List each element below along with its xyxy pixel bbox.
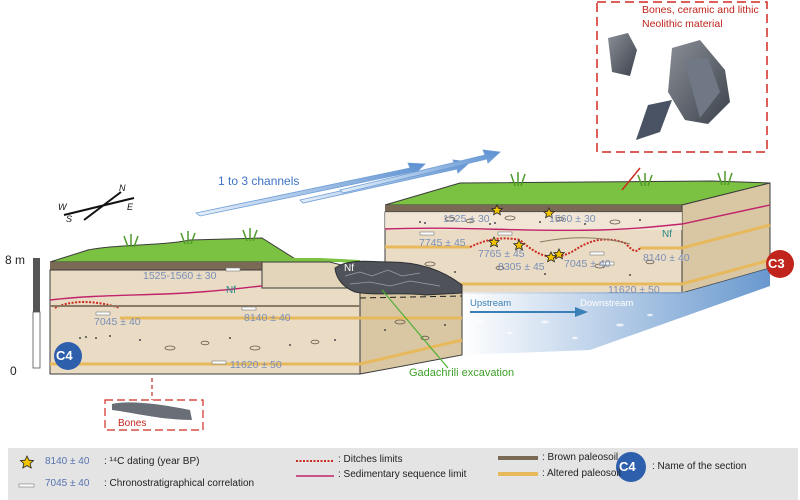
c3-date-2: 1560 ± 30 xyxy=(549,213,596,225)
legend-badge-icon xyxy=(616,452,646,482)
c4-date-4: 11620 ± 50 xyxy=(230,359,282,371)
c4-date-2: 7045 ± 40 xyxy=(94,316,141,328)
excavation-pit xyxy=(334,260,463,296)
compass-e: E xyxy=(127,202,134,212)
c4-vegetation xyxy=(123,228,258,248)
legend-star-date: 8140 ± 40 xyxy=(45,456,90,467)
c3-badge xyxy=(766,250,794,278)
legend-seq-desc: : Sedimentary sequence limit xyxy=(338,469,467,480)
c3-ditch-limit xyxy=(469,237,641,258)
excavation-nf-label: Nf xyxy=(344,263,354,274)
c3-vegetation xyxy=(510,171,733,187)
c3-date-1: 1525 ± 30 xyxy=(443,213,490,225)
c4-altered-paleosoil-2 xyxy=(50,338,463,366)
legend-ditch-desc: : Ditches limits xyxy=(338,454,403,465)
legend-panel xyxy=(8,448,798,500)
compass-icon xyxy=(63,191,135,221)
c4-date-markers xyxy=(95,267,257,365)
c3-date-4: 7765 ± 45 xyxy=(478,248,525,260)
c4-grass-right xyxy=(262,258,360,264)
photo-pointer xyxy=(621,167,641,191)
c4-nf-label: Nf xyxy=(226,285,236,296)
c3-date-6: 7045 ± 40 xyxy=(564,258,611,270)
bones-inset-frame xyxy=(104,399,204,431)
excavation-label: Gadachrili excavation xyxy=(409,367,515,379)
c3-nf-label: Nf xyxy=(662,229,672,240)
c3-altered-paleosoil-2 xyxy=(385,258,771,286)
radiocarbon-stars xyxy=(487,204,566,263)
photo-caption-top: Bones, ceramic and lithic xyxy=(642,4,759,16)
c3-badge-label: C3 xyxy=(768,256,785,271)
legend-altered-desc: : Altered paleosoil xyxy=(542,468,621,479)
c3-date-5: 8305 ± 45 xyxy=(498,261,545,273)
legend-bar-desc: : Chronostratigraphical correlation xyxy=(104,478,255,489)
c3-sequence-limit xyxy=(384,204,771,232)
c3-date-markers xyxy=(419,231,615,266)
compass-n: N xyxy=(119,183,126,193)
upstream-label: Upstream xyxy=(470,298,512,309)
bones-photo xyxy=(112,402,192,420)
channels-arrows xyxy=(195,149,501,217)
c4-date-1: 1525-1560 ± 30 xyxy=(143,270,217,282)
compass-w: W xyxy=(58,202,67,212)
photo-inset-frame xyxy=(596,1,768,153)
c4-grass-top xyxy=(49,237,302,263)
c3-date-8: 11620 ± 50 xyxy=(608,284,660,296)
legend-badge-desc: : Name of the section xyxy=(652,461,747,472)
channels-label: 1 to 3 channels xyxy=(218,174,300,188)
c4-badge-label: C4 xyxy=(56,348,73,363)
legend-bar-icon xyxy=(18,483,35,488)
scale-top-label: 8 m xyxy=(5,253,26,267)
c4-sequence-limit xyxy=(49,285,263,301)
neolithic-material-photo xyxy=(608,33,730,140)
c3-sediment-lens xyxy=(539,237,631,245)
c3-pale-layer xyxy=(385,212,682,230)
compass-s: S xyxy=(66,214,73,224)
c3-date-7: 8140 ± 40 xyxy=(643,252,690,264)
excavation-pointer xyxy=(381,289,449,369)
bones-label: Bones xyxy=(118,418,147,429)
section-c3-block xyxy=(384,171,771,294)
legend-brown-desc: : Brown paleosoil xyxy=(542,452,619,463)
legend-star-desc: : ¹⁴C dating (year BP) xyxy=(104,456,200,467)
downstream-label: Downstream xyxy=(580,298,634,309)
scale-bottom-label: 0 xyxy=(10,364,17,378)
scale-bar xyxy=(32,258,41,369)
photo-caption-bottom: Neolithic material xyxy=(642,18,723,30)
river-channel xyxy=(462,268,770,355)
legend-badge-label: C4 xyxy=(619,459,636,474)
c4-badge xyxy=(54,342,82,370)
legend-star-icon xyxy=(19,455,35,469)
section-c4-block xyxy=(49,228,463,375)
c3-date-3: 7745 ± 45 xyxy=(419,237,466,249)
legend-bar-date: 7045 ± 40 xyxy=(45,478,90,489)
c4-date-3: 8140 ± 40 xyxy=(244,312,291,324)
